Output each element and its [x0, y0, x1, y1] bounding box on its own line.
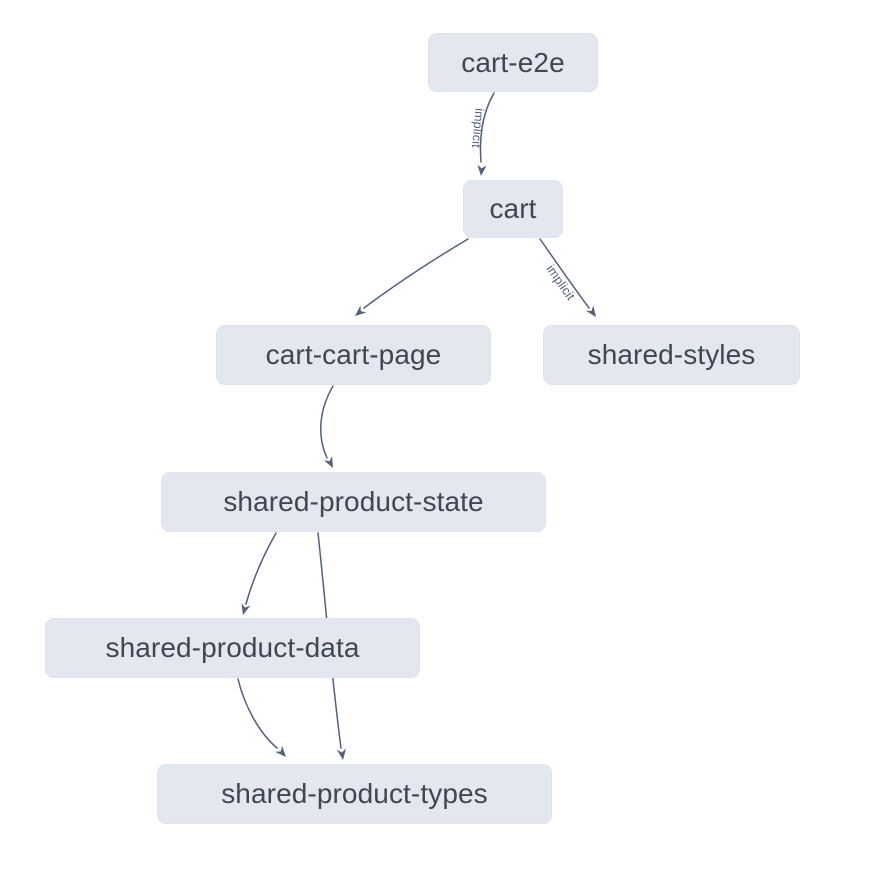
graph-node-shared-product-state[interactable]: shared-product-state — [161, 472, 546, 532]
graph-node-label: cart-cart-page — [265, 339, 442, 370]
graph-node-cart[interactable]: cart — [463, 180, 563, 238]
graph-node-label: shared-styles — [587, 339, 756, 370]
graph-node-shared-product-types[interactable]: shared-product-types — [157, 764, 552, 824]
graph-node-shared-product-data[interactable]: shared-product-data — [45, 618, 420, 678]
graph-node-label: cart-e2e — [461, 46, 565, 78]
graph-node-label: shared-product-data — [105, 632, 360, 663]
graph-node-cart-e2e[interactable]: cart-e2e — [428, 33, 598, 92]
graph-node-cart-cart-page[interactable]: cart-cart-page — [216, 325, 491, 385]
graph-node-label: shared-product-state — [223, 486, 484, 517]
graph-node-shared-styles[interactable]: shared-styles — [543, 325, 800, 385]
graph-node-label: shared-product-types — [221, 778, 488, 809]
graph-node-label: cart — [489, 193, 537, 224]
